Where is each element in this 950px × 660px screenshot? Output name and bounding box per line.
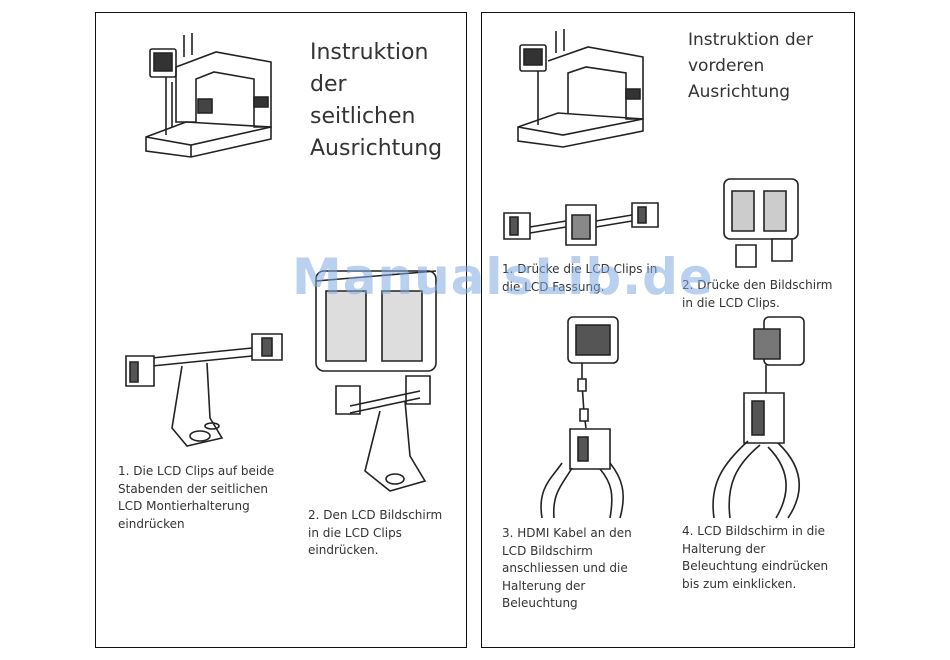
lcd-clips-on-bracket-illustration [112,318,292,468]
lcd-screen-into-clips-illustration [718,175,808,275]
sewing-machine-illustration [136,27,276,175]
right-panel-title: Instruktion der vorderen Ausrichtung [688,30,814,102]
left-step-1-caption: 1. Die LCD Clips auf beide Stabenden der… [118,464,275,531]
right-instruction-panel: Instruktion der vorderen Ausrichtung [481,12,855,648]
left-panel-title: Instruktion der seitlichen Ausrichtung [310,40,443,161]
right-step-3-caption: 3. HDMI Kabel an den LCD Bildschirm ansc… [502,526,632,610]
watermark-logo: ManualsLib.de [292,248,714,306]
lcd-clips-into-mount-illustration [496,195,666,265]
sewing-machine-illustration [508,27,648,157]
right-step-1-caption: 1. Drücke die LCD Clips in die LCD Fassu… [502,262,658,294]
right-step-2-caption: 2. Drücke den Bildschirm in die LCD Clip… [682,278,833,310]
left-instruction-panel: Instruktion der seitlichen Ausrichtung 1… [95,12,467,648]
lcd-screen-on-bracket-illustration [310,261,460,501]
hdmi-cable-light-mount-illustration [522,313,632,523]
right-step-4-caption: 4. LCD Bildschirm in die Halterung der B… [682,524,829,591]
lcd-into-light-mount-illustration [704,313,814,523]
left-step-2-caption: 2. Den LCD Bildschirm in die LCD Clips e… [308,508,443,557]
